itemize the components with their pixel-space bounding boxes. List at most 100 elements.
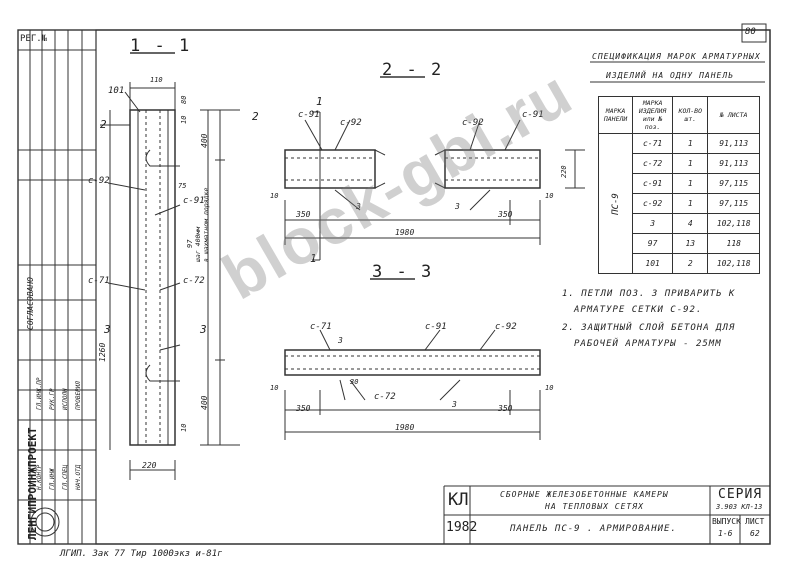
dim-110: 110 [150, 76, 163, 84]
label-cut-2: 2 [100, 118, 107, 131]
header-mark: МАРКА ИЗДЕЛИЯ или № поз. [632, 96, 674, 134]
spec-title-1: СПЕЦИФИКАЦИЯ МАРОК АРМАТУРНЫХ [592, 52, 761, 61]
year: 1982 [446, 520, 478, 535]
dim-220: 220 [560, 165, 568, 178]
section-title-3-3: 3 - 3 [372, 262, 434, 282]
cell-sheet: 97,115 [707, 193, 760, 214]
label-c91: c-91 [183, 196, 205, 206]
dim-10-bottom: 10 [180, 423, 188, 432]
series-label: СЕРИЯ [718, 487, 763, 502]
label-101: 101 [108, 86, 125, 96]
dim-400-bottom: 400 [200, 395, 209, 410]
label-3: 3 [338, 336, 343, 345]
spec-header-row: МАРКА ПАНЕЛИ МАРКА ИЗДЕЛИЯ или № поз. КО… [597, 96, 760, 134]
section-title-2-2: 2 - 2 [382, 60, 444, 80]
dim-1260: 1260 [98, 342, 107, 362]
header-qty: КОЛ-ВО шт. [672, 96, 709, 134]
cell-qty: 1 [672, 133, 709, 154]
cut-3-right: 3 [200, 323, 207, 336]
label-step: шаг 400мм [194, 226, 202, 262]
series-value: 3.903 КЛ-13 [716, 503, 763, 511]
cut-3-left: 3 [104, 323, 111, 336]
stamp-row: НАЧ.ОТД [75, 464, 82, 490]
label-97: 97 [186, 239, 194, 248]
cut-1-bottom: 1 [310, 252, 317, 265]
stamp-row: ИСПОЛН [62, 388, 69, 410]
panel-cell: ПС-9 [597, 133, 634, 274]
header-panel: МАРКА ПАНЕЛИ [597, 96, 634, 134]
label-c91: c-91 [298, 110, 320, 120]
cell-sheet: 91,113 [707, 153, 760, 174]
cell-mark: с-91 [632, 173, 674, 194]
cell-qty: 1 [672, 193, 709, 214]
label-c72: c-72 [183, 276, 205, 286]
cell-sheet: 91,113 [707, 133, 760, 154]
cell-mark: с-71 [632, 133, 674, 154]
cell-mark: с-72 [632, 153, 674, 174]
cell-qty: 4 [672, 213, 709, 234]
issue-value: 1-6 [718, 529, 733, 538]
cell-sheet: 102,118 [707, 213, 760, 234]
label-c91: c-91 [425, 322, 447, 332]
section-title-1-1: 1 - 1 [130, 36, 192, 56]
label-c92: c-92 [340, 118, 362, 128]
panel-name: ПС-9 [610, 192, 621, 215]
spec-table: МАРКА ПАНЕЛИ МАРКА ИЗДЕЛИЯ или № поз. КО… [597, 96, 760, 274]
code-kl: КЛ [448, 490, 469, 510]
dim-220: 220 [142, 461, 157, 470]
cell-qty: 1 [672, 173, 709, 194]
dim-350: 350 [296, 404, 311, 413]
desc-line-2: НА ТЕПЛОВЫХ СЕТЯХ [545, 502, 644, 511]
footer-print-info: ЛГИП. Зак 77 Тир 1000экз и-81г [60, 549, 223, 559]
dim-1980: 1980 [395, 228, 415, 237]
note-2-line-2: РАБОЧЕЙ АРМАТУРЫ - 25ММ [574, 339, 722, 349]
dim-30: 30 [350, 378, 359, 386]
stamp-row: РУК.ГР [49, 388, 56, 410]
cell-sheet: 118 [707, 233, 760, 254]
cell-qty: 13 [672, 233, 709, 254]
sheet-number: 80 [745, 27, 756, 37]
dim-350: 350 [296, 210, 311, 219]
issue-label: ВЫПУСК [712, 517, 741, 526]
desc-line-1: СБОРНЫЕ ЖЕЛЕЗОБЕТОННЫЕ КАМЕРЫ [500, 490, 669, 499]
sheet-value: 62 [750, 529, 760, 538]
cell-mark: 97 [632, 233, 674, 254]
note-1-line-2: АРМАТУРЕ СЕТКИ С-92. [574, 305, 703, 315]
stamp-row: ГЛ.ИНЖ [49, 468, 56, 490]
stamp-row: ПРОВЕРИЛ [75, 381, 82, 410]
label-c71: c-71 [88, 276, 110, 286]
dim-75: 75 [178, 182, 187, 190]
panel-line: ПАНЕЛЬ ПС-9 . АРМИРОВАНИЕ. [510, 524, 677, 534]
dim-400: 400 [200, 133, 209, 148]
stamp-row: ГЛ.СПЕЦ [62, 464, 69, 490]
label-3: 3 [356, 202, 361, 211]
dim-10: 10 [545, 384, 554, 392]
cell-mark: с-92 [632, 193, 674, 214]
dim-350: 350 [498, 210, 513, 219]
dim-10: 10 [270, 192, 279, 200]
spec-title-2: ИЗДЕЛИЙ НА ОДНУ ПАНЕЛЬ [606, 71, 734, 80]
note-1-line-1: 1. ПЕТЛИ ПОЗ. 3 ПРИВАРИТЬ К [562, 289, 736, 299]
label-c91: c-91 [522, 110, 544, 120]
dim-10: 10 [545, 192, 554, 200]
stamp-row: Н.КОНТР [36, 464, 43, 490]
note-2-line-1: 2. ЗАЩИТНЫЙ СЛОЙ БЕТОНА ДЛЯ [562, 323, 736, 333]
table-row: ПС-9 с-71 1 91,113 [597, 133, 760, 274]
cut-2-right: 2 [252, 110, 259, 123]
cut-1-top: 1 [316, 95, 323, 108]
label-c72: c-72 [374, 392, 396, 402]
label-c71: c-71 [310, 322, 332, 332]
label-c92: c-92 [495, 322, 517, 332]
cell-mark: 101 [632, 253, 674, 274]
stamp-approved: СОГЛАСОВАНО [26, 277, 35, 330]
cell-mark: 3 [632, 213, 674, 234]
label-stagger: в шахматном порядке [202, 187, 210, 262]
dim-350: 350 [498, 404, 513, 413]
sheet-label: ЛИСТ [745, 517, 765, 526]
cell-qty: 2 [672, 253, 709, 274]
stamp-row: ГЛ.ИНЖ.ПР [36, 377, 43, 410]
